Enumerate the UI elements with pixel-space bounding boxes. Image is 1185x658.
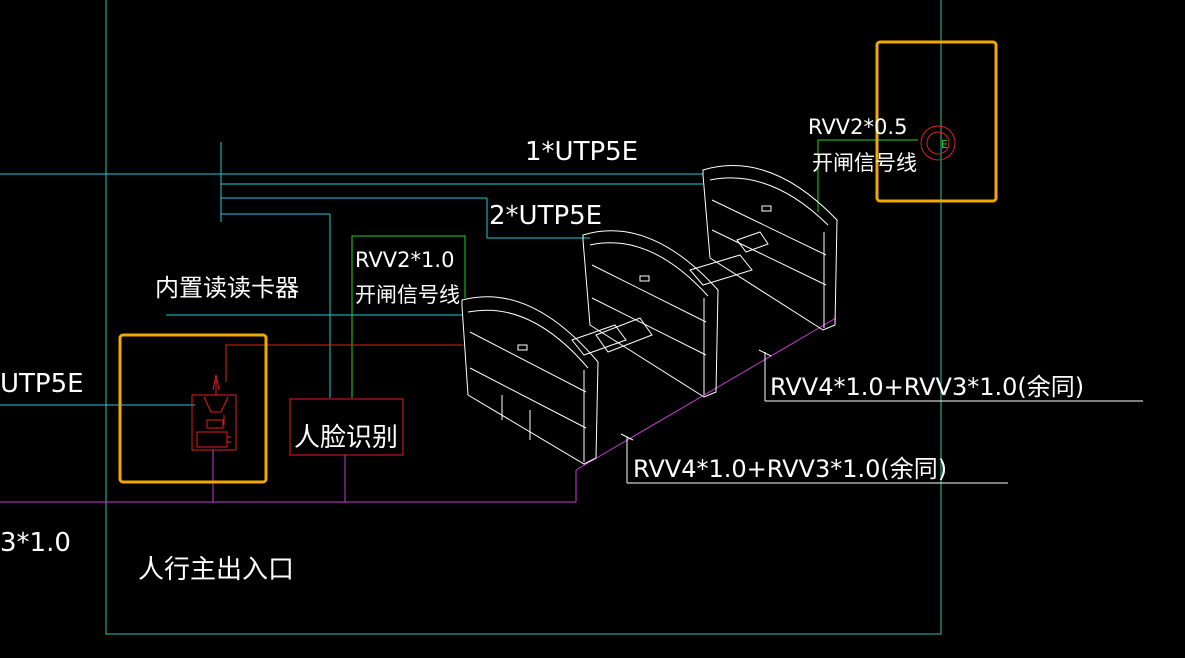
cyan-cable-bundle (0, 142, 703, 406)
leader-lines (620, 349, 1143, 484)
turnstile-gate-middle (571, 230, 719, 398)
magenta-power-lines (0, 317, 837, 503)
rvv-signal-right-label: RVV2*0.5 (808, 115, 907, 139)
rvv-partial-label: 3*1.0 (0, 528, 71, 558)
rvv-signal-left-label: RVV2*1.0 (355, 248, 454, 272)
reader-enclosure-box (118, 333, 268, 484)
signal-right-label: 开闸信号线 (812, 151, 917, 175)
exit-button-mark: E (941, 138, 948, 151)
utp-label-left: UTP5E (0, 369, 84, 399)
entrance-label: 人行主出入口 (138, 555, 294, 585)
power-cable-label-upper: RVV4*1.0+RVV3*1.0(余同) (770, 373, 1084, 401)
drawing-frame (105, 0, 942, 635)
green-signal-lines (351, 139, 918, 398)
power-cable-label-lower: RVV4*1.0+RVV3*1.0(余同) (633, 455, 947, 483)
red-wiring (223, 344, 463, 425)
card-reader-icon (191, 374, 237, 451)
exit-button-icon (920, 125, 956, 161)
exit-button-enclosure-box (875, 40, 998, 203)
turnstile-gate-front (461, 296, 599, 465)
face-recognition-box (289, 398, 404, 456)
reader-label: 内置读读卡器 (155, 274, 299, 302)
turnstile-gate-back (689, 165, 838, 331)
turnstile-gate-icon (461, 165, 838, 465)
face-recognition-label: 人脸识别 (294, 423, 398, 453)
utp-label-2: 2*UTP5E (489, 201, 602, 231)
utp-label-1: 1*UTP5E (525, 137, 638, 167)
signal-left-label: 开闸信号线 (355, 283, 460, 307)
